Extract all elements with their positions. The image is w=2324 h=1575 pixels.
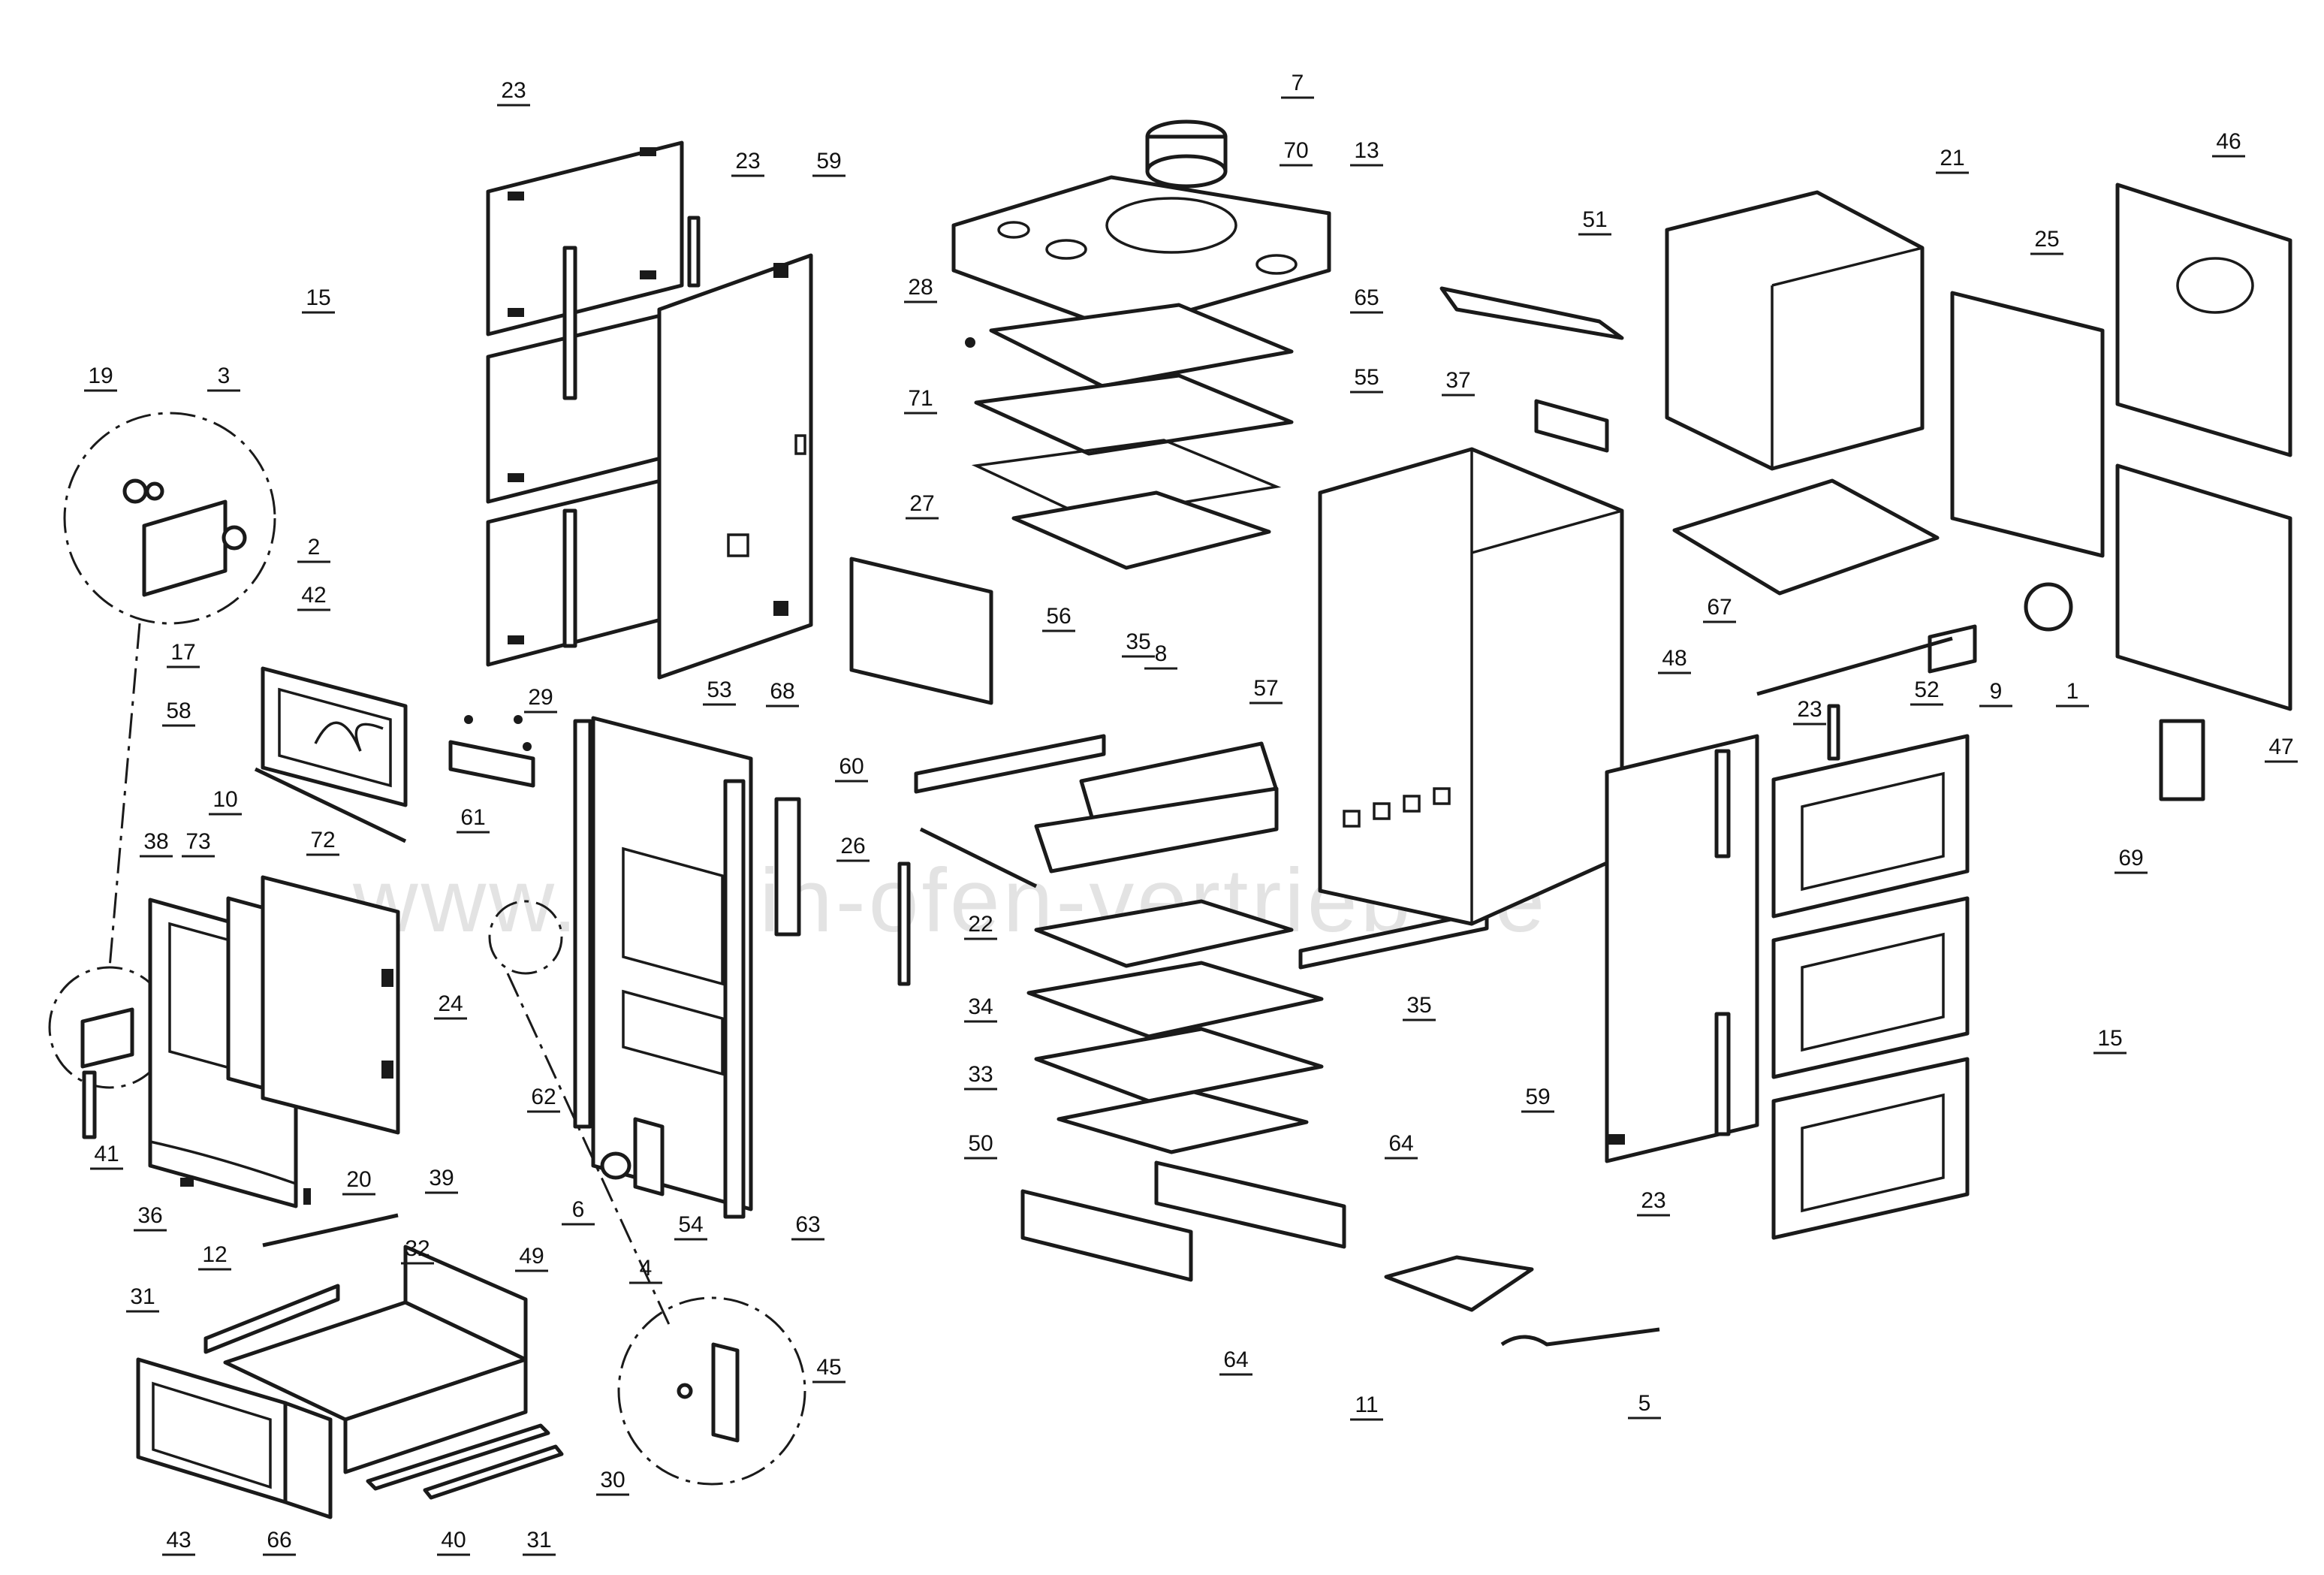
callout-label: 47 xyxy=(2268,735,2293,759)
callout-label: 59 xyxy=(1525,1085,1550,1109)
callout-label: 54 xyxy=(678,1212,703,1237)
callout-label: 23 xyxy=(1641,1188,1665,1213)
callout-label: 20 xyxy=(346,1167,371,1192)
top-plate-group xyxy=(951,119,1331,570)
callout-label: 42 xyxy=(301,583,326,608)
callout-label: 23 xyxy=(1797,697,1822,722)
callout-label: 69 xyxy=(2118,846,2143,870)
callout-label: 59 xyxy=(816,149,841,173)
callout-label: 34 xyxy=(968,994,993,1019)
callout-label: 29 xyxy=(528,685,553,710)
callout-label: 52 xyxy=(1914,677,1939,702)
callout-label: 70 xyxy=(1283,138,1308,163)
callout-label: 7 xyxy=(1292,71,1304,95)
callout-label: 9 xyxy=(1990,679,2003,704)
callout-label: 31 xyxy=(130,1284,155,1309)
callout-label: 40 xyxy=(441,1528,466,1552)
back-panel-middle xyxy=(488,716,806,1486)
firebox-group xyxy=(849,557,1489,1282)
callout-label: 53 xyxy=(707,677,731,702)
callout-label: 62 xyxy=(531,1085,556,1109)
callout-labels: 1234567891011121315151719202122232323232… xyxy=(84,71,2298,1556)
callout-label: 41 xyxy=(94,1142,119,1166)
callout-label: 36 xyxy=(137,1203,162,1228)
callout-label: 33 xyxy=(968,1062,993,1087)
callout-label: 67 xyxy=(1707,595,1732,620)
callout-label: 57 xyxy=(1253,676,1278,701)
callout-label: 15 xyxy=(306,285,330,310)
callout-label: 6 xyxy=(572,1197,585,1222)
callout-label: 11 xyxy=(1355,1392,1378,1417)
callout-label: 10 xyxy=(213,787,237,812)
right-components-group xyxy=(1384,183,2292,1347)
side-panel-right-group xyxy=(1605,704,1970,1240)
callout-label: 64 xyxy=(1223,1347,1248,1372)
callout-label: 25 xyxy=(2034,227,2059,252)
callout-label: 58 xyxy=(166,698,191,723)
central-body xyxy=(1318,447,1624,926)
callout-label: 63 xyxy=(795,1212,820,1237)
callout-label: 12 xyxy=(202,1242,227,1267)
callout-label: 50 xyxy=(968,1131,993,1156)
drawer-group xyxy=(136,1245,564,1519)
callout-label: 37 xyxy=(1445,368,1470,393)
callout-label: 4 xyxy=(640,1256,653,1281)
callout-label: 35 xyxy=(1126,629,1150,654)
callout-label: 19 xyxy=(88,364,113,388)
callout-label: 68 xyxy=(770,679,794,704)
callout-label: 3 xyxy=(218,364,231,388)
callout-label: 5 xyxy=(1638,1391,1651,1416)
callout-label: 45 xyxy=(816,1355,841,1380)
hinge-detail-circle xyxy=(48,412,276,1139)
callout-label: 65 xyxy=(1354,285,1379,310)
callout-label: 30 xyxy=(600,1468,625,1492)
callout-label: 46 xyxy=(2216,129,2241,154)
small-parts-left xyxy=(180,715,535,1248)
callout-label: 31 xyxy=(526,1528,551,1552)
callout-label: 73 xyxy=(185,829,210,854)
callout-label: 27 xyxy=(909,491,934,516)
callout-label: 43 xyxy=(166,1528,191,1552)
callout-label: 28 xyxy=(908,275,933,300)
callout-label: 71 xyxy=(908,386,933,411)
callout-label: 26 xyxy=(840,834,865,858)
callout-label: 13 xyxy=(1354,138,1379,163)
callout-label: 32 xyxy=(405,1236,430,1261)
callout-label: 17 xyxy=(170,640,195,665)
callout-label: 35 xyxy=(1406,993,1431,1018)
callout-label: 23 xyxy=(735,149,760,173)
callout-label: 72 xyxy=(310,828,335,852)
callout-label: 38 xyxy=(143,829,168,854)
callout-label: 56 xyxy=(1046,604,1071,629)
callout-label: 49 xyxy=(519,1244,544,1269)
callout-label: 60 xyxy=(839,754,864,779)
callout-label: 66 xyxy=(267,1528,291,1552)
callout-label: 61 xyxy=(460,805,485,830)
callout-label: 39 xyxy=(429,1166,454,1190)
callout-label: 48 xyxy=(1662,646,1686,671)
callout-label: 51 xyxy=(1582,207,1607,232)
side-panel-left-group xyxy=(486,140,813,680)
callout-label: 22 xyxy=(968,912,993,937)
callout-label: 2 xyxy=(308,535,321,560)
front-door-group xyxy=(148,666,408,1208)
callout-label: 55 xyxy=(1354,365,1379,390)
callout-label: 8 xyxy=(1155,641,1168,666)
callout-label: 21 xyxy=(1940,146,1964,170)
callout-label: 1 xyxy=(2066,679,2079,704)
callout-label: 15 xyxy=(2097,1026,2122,1051)
callout-label: 23 xyxy=(501,78,526,103)
callout-label: 24 xyxy=(438,991,463,1016)
callout-label: 64 xyxy=(1388,1131,1413,1156)
